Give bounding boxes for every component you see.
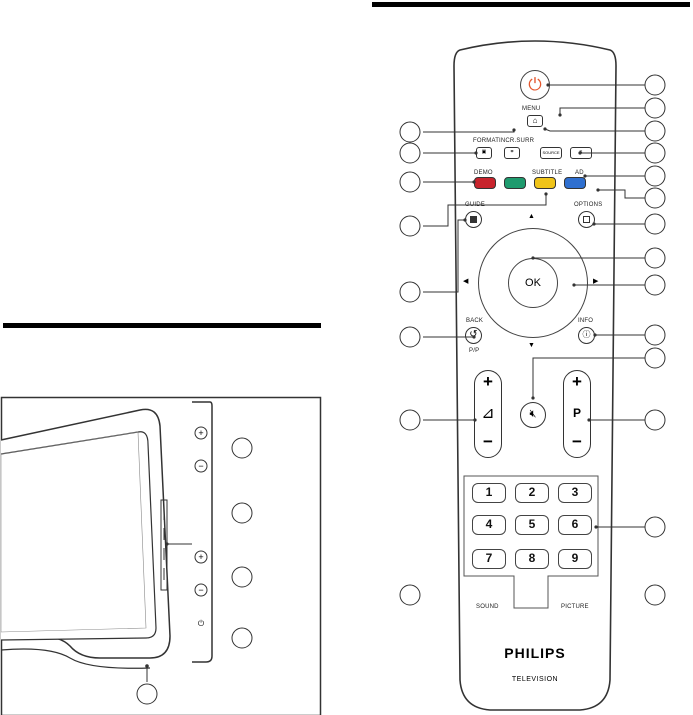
volume-down-icon[interactable]: − xyxy=(483,432,493,451)
sound-label: SOUND xyxy=(476,604,499,610)
power-icon: ⏻ xyxy=(528,75,542,94)
back-icon: ↺ xyxy=(469,329,478,340)
svg-text:+: + xyxy=(198,428,203,438)
program-down-icon[interactable]: − xyxy=(572,432,582,451)
mute-button[interactable]: 🔇︎ xyxy=(520,402,546,428)
guide-icon xyxy=(470,216,477,223)
digit-8-button[interactable]: 8 xyxy=(515,549,549,569)
svg-text:+: + xyxy=(198,552,203,562)
digit-5-button[interactable]: 5 xyxy=(515,515,549,535)
info-icon: ⓘ xyxy=(582,330,591,339)
svg-text:−: − xyxy=(198,585,203,595)
remote-control-body xyxy=(453,40,617,711)
brand-logo: PHILIPS xyxy=(504,645,566,661)
digit-2-button[interactable]: 2 xyxy=(515,483,549,503)
tv-side-controls-illustration: + − + − ⏻ xyxy=(0,396,322,715)
program-label: P xyxy=(572,406,581,420)
info-label: INFO xyxy=(578,318,594,324)
ok-label: OK xyxy=(525,277,541,289)
surround-icon: ⌗ xyxy=(510,149,514,155)
ok-button[interactable]: OK xyxy=(508,258,558,308)
picture-label: PICTURE xyxy=(561,604,589,610)
subtitle-label: SUBTITLE xyxy=(532,170,563,176)
top-right-rule xyxy=(372,2,690,7)
menu-label: MENU xyxy=(522,106,541,112)
options-button[interactable] xyxy=(578,211,595,228)
digit-9-button[interactable]: 9 xyxy=(558,549,592,569)
source-button[interactable]: SOURCE xyxy=(540,147,562,159)
options-label: OPTIONS xyxy=(574,202,603,208)
digit-3-button[interactable]: 3 xyxy=(558,483,592,503)
ad-label: AD xyxy=(575,170,584,176)
digit-6-button[interactable]: 6 xyxy=(558,515,592,535)
svg-text:−: − xyxy=(198,461,203,471)
demo-label: DEMO xyxy=(474,170,493,176)
incredible-surround-button[interactable]: ⌗ xyxy=(504,147,520,159)
mute-icon: 🔇︎ xyxy=(529,408,537,420)
pp-label: P/P xyxy=(469,348,480,354)
power-button[interactable] xyxy=(520,70,550,100)
green-button[interactable] xyxy=(504,177,526,189)
digit-4-button[interactable]: 4 xyxy=(472,515,506,535)
menu-button[interactable]: ⌂ xyxy=(527,115,543,127)
blue-button[interactable] xyxy=(564,177,586,189)
keypad-outline xyxy=(463,475,599,609)
home-icon: ⌂ xyxy=(532,116,538,125)
top-left-rule xyxy=(3,323,321,328)
brand-subtitle: TELEVISION xyxy=(511,676,559,683)
svg-text:⏻: ⏻ xyxy=(198,619,205,628)
volume-up-icon[interactable]: + xyxy=(483,372,493,391)
volume-rocker[interactable] xyxy=(474,370,502,458)
program-rocker[interactable] xyxy=(563,370,591,458)
arrow-left-icon[interactable]: ◀ xyxy=(463,278,469,285)
arrow-down-icon[interactable]: ▼ xyxy=(528,342,535,349)
digit-7-button[interactable]: 7 xyxy=(472,549,506,569)
incredible-surround-label: INCR.SURR xyxy=(499,138,535,144)
source-label: SOURCE xyxy=(542,150,560,155)
yellow-button[interactable] xyxy=(534,177,556,189)
arrow-right-icon[interactable]: ▶ xyxy=(593,278,599,285)
format-label: FORMAT xyxy=(473,138,500,144)
program-up-icon[interactable]: + xyxy=(572,372,582,391)
digit-1-button[interactable]: 1 xyxy=(472,483,506,503)
arrow-up-icon[interactable]: ▲ xyxy=(528,213,535,220)
volume-icon: ⊿ xyxy=(481,405,495,422)
options-icon xyxy=(583,216,590,223)
back-label: BACK xyxy=(466,318,484,324)
aspect-ratio-icon: ▣ xyxy=(481,149,487,155)
